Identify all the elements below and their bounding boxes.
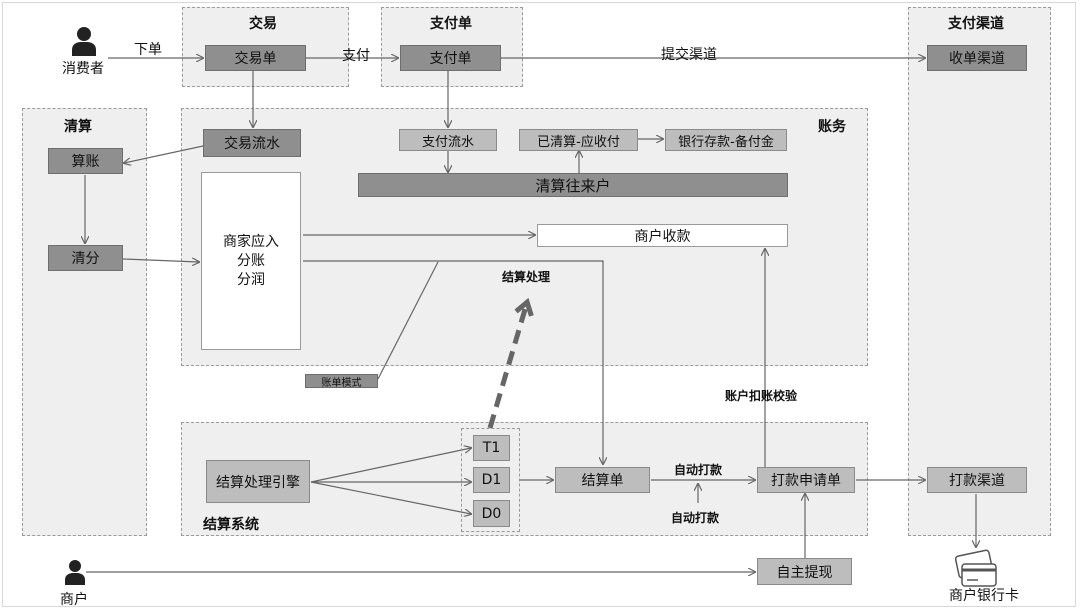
self-withdraw-box: 自主提现 <box>757 558 852 585</box>
settlement-engine-box: 结算处理引擎 <box>206 460 310 503</box>
acquiring-channel-box: 收单渠道 <box>927 45 1027 71</box>
zone-clearing-title: 清算 <box>64 119 92 135</box>
settlement-order-box: 结算单 <box>555 467 650 493</box>
edge-split-income <box>122 259 199 262</box>
merchant-income-line-2: 分账 <box>237 253 265 269</box>
edge-engine-d0 <box>310 481 471 514</box>
settlement-processing-label: 结算处理 <box>502 270 551 284</box>
merchant-label: 商户 <box>60 592 88 608</box>
edge-tradeflow-reconcile <box>124 145 204 163</box>
split-box: 清分 <box>48 245 123 271</box>
edge-label-pay: 支付 <box>342 48 370 64</box>
trade-flow-box: 交易流水 <box>203 129 301 157</box>
bill-mode-box: 账单模式 <box>305 374 378 389</box>
bank-card-icon <box>954 549 997 587</box>
clearing-current-account-box: 清算往来户 <box>358 173 788 197</box>
trade-order-box: 交易单 <box>205 45 306 71</box>
edge-engine-t1 <box>310 448 471 483</box>
merchant-receipt-box: 商户收款 <box>537 224 788 247</box>
payment-order-box: 支付单 <box>400 45 501 71</box>
consumer-label: 消费者 <box>62 61 104 77</box>
rule-d0-box: D0 <box>473 500 510 527</box>
edge-settlement-processing-dashed <box>487 306 526 429</box>
reconcile-box: 算账 <box>48 148 123 174</box>
account-debit-check-label: 账户扣账校验 <box>725 389 798 403</box>
zone-payment-order-title: 支付单 <box>430 16 472 32</box>
zone-accounting-title: 账务 <box>818 119 846 135</box>
auto-payout-label-2: 自动打款 <box>671 511 720 525</box>
merchant-income-box: 商家应入 分账 分润 <box>201 172 301 350</box>
edge-billmode <box>377 261 439 380</box>
consumer-person-icon <box>72 27 96 56</box>
cleared-payable-box: 已清算-应收付 <box>519 129 638 151</box>
zone-settlement-system-title: 结算系统 <box>203 517 259 533</box>
payout-request-box: 打款申请单 <box>757 467 855 493</box>
edge-income-settlement <box>303 260 603 464</box>
auto-payout-label-1: 自动打款 <box>674 463 723 477</box>
merchant-bank-card-label: 商户银行卡 <box>949 588 1019 604</box>
merchant-income-line-1: 商家应入 <box>223 234 279 250</box>
zone-trade-title: 交易 <box>249 16 277 32</box>
rule-d1-box: D1 <box>473 467 510 493</box>
edge-label-place-order: 下单 <box>134 42 162 58</box>
merchant-income-line-3: 分润 <box>237 272 265 288</box>
payment-flow-box: 支付流水 <box>399 129 497 151</box>
settlement-rules-group <box>461 428 520 532</box>
zone-pay-channel <box>908 7 1051 536</box>
zone-pay-channel-title: 支付渠道 <box>948 16 1004 32</box>
edge-label-submit-channel: 提交渠道 <box>661 47 717 63</box>
rule-t1-box: T1 <box>473 435 510 461</box>
bank-deposit-box: 银行存款-备付金 <box>665 129 787 151</box>
payout-channel-box: 打款渠道 <box>927 467 1027 493</box>
merchant-person-icon <box>65 560 85 585</box>
